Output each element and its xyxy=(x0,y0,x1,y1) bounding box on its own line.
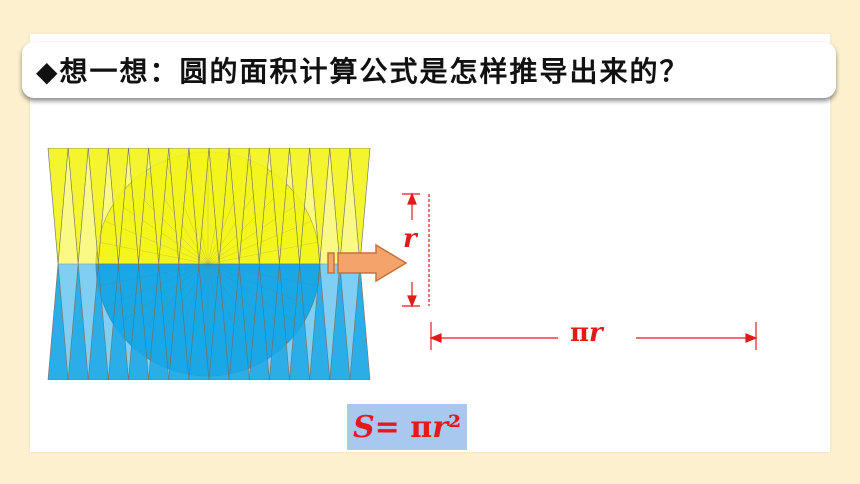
formula-s: S xyxy=(353,409,375,445)
bottom-fill-sector xyxy=(218,263,240,380)
height-label: r xyxy=(403,224,417,254)
bottom-fill-sector xyxy=(118,263,139,380)
bottom-fill-sector xyxy=(198,263,220,380)
bottom-fill-sector xyxy=(279,263,300,380)
bottom-fill-sector xyxy=(138,263,159,380)
page-title: ◆想一想：圆的面积计算公式是怎样推导出来的？ xyxy=(36,55,690,88)
circle-decomposition-figure xyxy=(47,148,371,380)
bottom-fill-sector xyxy=(98,263,119,380)
radius-symbol: r xyxy=(589,318,603,348)
formula-exponent: ² xyxy=(448,409,462,445)
title-bar: ◆想一想：圆的面积计算公式是怎样推导出来的？ xyxy=(22,42,836,98)
bottom-fill-sector xyxy=(178,263,200,380)
area-formula: S = π r ² xyxy=(347,404,468,450)
formula-equals-pi: = π xyxy=(374,409,433,445)
bottom-fill-sector xyxy=(238,263,260,380)
bottom-fill-sector xyxy=(299,263,320,380)
bottom-fill-sector xyxy=(57,263,79,380)
formula-r: r xyxy=(432,409,449,445)
width-label: πr xyxy=(570,318,603,348)
bottom-fill-sector xyxy=(77,263,99,380)
bottom-fill-sector xyxy=(158,263,180,380)
dimension-lines xyxy=(402,192,758,350)
bottom-fill-sector xyxy=(259,263,280,380)
pi-symbol: π xyxy=(570,318,590,348)
right-arrow-icon xyxy=(327,243,408,283)
